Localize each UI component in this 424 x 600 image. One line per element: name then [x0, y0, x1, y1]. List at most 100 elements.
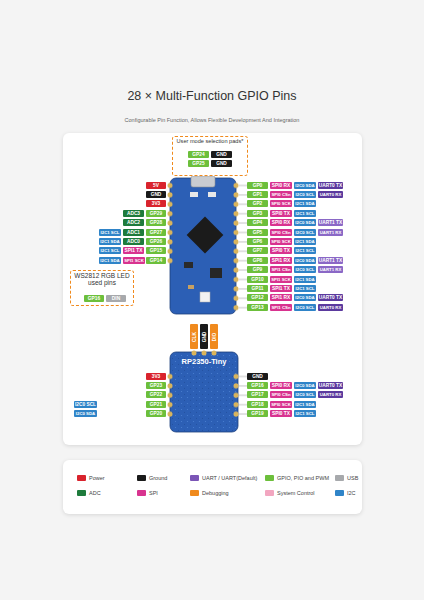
subtitle: Configurable Pin Function, Allows Flexib… [0, 117, 424, 123]
button [208, 192, 216, 197]
pin-label: I2C0 SDA [294, 257, 316, 264]
debug-pin-label: GND [200, 324, 208, 349]
pin-name: GP20 [150, 410, 162, 417]
pin-name: I2C0 SCL [296, 266, 315, 273]
legend-text: System Control [277, 490, 315, 496]
callout-text: User mode selection pads* [173, 137, 247, 144]
pin-name: GP9 [253, 266, 263, 273]
pin-label: GP5 [247, 229, 268, 236]
pin-label: SPI0 TX [270, 210, 292, 217]
pin-label: GP13 [247, 304, 268, 311]
pin-name: I2C1 SCL [296, 285, 315, 292]
pin-name: DIN [112, 295, 120, 302]
pin-label: GND [146, 191, 166, 198]
button [190, 192, 198, 197]
pin-label: GND [211, 160, 232, 167]
pin-label: GP9 [247, 266, 268, 273]
pin-label: SPI0 SCK [270, 200, 292, 207]
pin-name: I2C0 SCL [296, 304, 315, 311]
pin-label: GP10 [247, 276, 268, 283]
pin-name: UART0 TX [319, 294, 342, 301]
legend-entry: Ground [137, 475, 167, 481]
pin-label: ADC0 [123, 238, 144, 245]
legend-entry: GPIO, PIO and PWM [265, 475, 329, 481]
pin-label: GP21 [146, 401, 166, 408]
pin-name: I2C0 SCL [296, 391, 315, 398]
board-name: RP2350-Tiny [170, 357, 238, 366]
legend-text: Ground [149, 475, 167, 481]
legend-swatch [190, 490, 199, 496]
pin-name: SPI1 CSn [271, 304, 290, 311]
pin-name: SPI0 TX [272, 247, 290, 254]
pin-name: UART0 RX [320, 191, 342, 198]
pin-label: UART0 TX [318, 294, 343, 301]
pin-label: I2C1 SDA [294, 276, 316, 283]
pin-name: I2C1 SDA [295, 238, 314, 245]
legend-swatch [335, 475, 344, 481]
pin-name: GND [216, 160, 227, 167]
legend-card [63, 460, 362, 514]
pin-name: SPI1 CSn [271, 266, 290, 273]
pin-name: GP8 [253, 257, 263, 264]
pin-name: SPI0 SCK [271, 200, 291, 207]
pin-name: I2C0 SDA [295, 382, 314, 389]
pin-name: GP18 [251, 401, 263, 408]
pin-label: GP24 [188, 151, 209, 158]
pin-name: I2C0 SDA [295, 257, 314, 264]
pin-name: SPI1 SCK [124, 257, 144, 264]
legend-entry: Debugging [190, 490, 229, 496]
pin-label: I2C0 SCL [294, 266, 316, 273]
pin-label: GP0 [247, 182, 268, 189]
pin-name: GP15 [150, 247, 162, 254]
pin-name: I2C1 SDA [295, 401, 314, 408]
pin-label: I2C0 SCL [74, 401, 97, 408]
pin-name: GP5 [253, 229, 263, 236]
pin-label: GP23 [146, 382, 166, 389]
pin-label: GP29 [146, 210, 166, 217]
debug-pin-label: DIO [210, 324, 218, 349]
pin-name: I2C1 SCL [101, 229, 120, 236]
pin-name: I2C0 SDA [295, 219, 314, 226]
pin-name: GND [216, 151, 227, 158]
legend-text: USB [347, 475, 358, 481]
ws2812-led [200, 292, 210, 302]
leader-lines [239, 181, 247, 313]
pin-label: SPI1 SCK [123, 257, 145, 264]
pin-label: I2C1 SDA [294, 401, 316, 408]
pin-label: I2C1 SCL [99, 229, 121, 236]
pin-label: GP20 [146, 410, 166, 417]
pin-name: UART1 RX [320, 229, 342, 236]
legend-entry: UART / UART(Default) [190, 475, 257, 481]
legend-text: Debugging [202, 490, 229, 496]
pin-label: GP28 [146, 219, 166, 226]
legend-swatch [265, 475, 274, 481]
pin-label: I2C0 SCL [294, 191, 316, 198]
pin-label: GND [211, 151, 232, 158]
pin-label: GP16 [84, 295, 104, 302]
legend-text: I2C [347, 490, 356, 496]
pin-label: GP8 [247, 257, 268, 264]
pin-label: SPI0 CSn [270, 191, 292, 198]
pin-label: I2C1 SCL [294, 285, 316, 292]
pin-label: 3V3 [146, 200, 166, 207]
legend-entry: I2C [335, 490, 356, 496]
pin-name: I2C1 SDA [100, 238, 119, 245]
title: 28 × Multi-Function GPIO Pins [0, 89, 424, 103]
legend-text: GPIO, PIO and PWM [277, 475, 329, 481]
pin-label: SPI0 RX [270, 219, 292, 226]
callout-box: User mode selection pads*GP24GNDGP25GND [172, 136, 248, 176]
pin-label: SPI0 CSn [270, 229, 292, 236]
rp2350-chip [187, 217, 224, 254]
pin-name: GP1 [253, 191, 263, 198]
pin-name: GP3 [253, 210, 263, 217]
pin-name: UART0 TX [319, 382, 342, 389]
pin-name: GP7 [253, 247, 263, 254]
pin-label: 5V [146, 182, 166, 189]
pin-name: I2C1 SCL [296, 410, 315, 417]
legend-swatch [190, 475, 199, 481]
pin-label: UART1 TX [318, 219, 343, 226]
debug-pad [212, 351, 217, 356]
pin-label: I2C0 SDA [294, 294, 316, 301]
pin-name: GP12 [251, 294, 263, 301]
pin-name: I2C0 SDA [76, 410, 95, 417]
